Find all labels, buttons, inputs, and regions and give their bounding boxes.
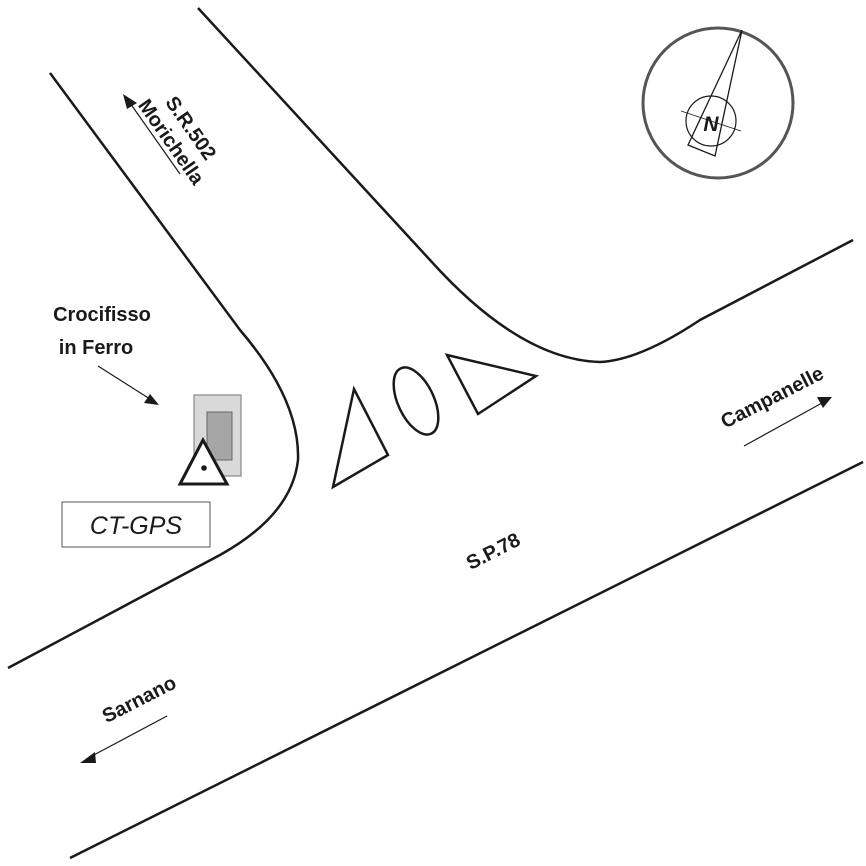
- campanelle-label: Campanelle: [717, 363, 827, 434]
- arrow-crocifisso: [97, 365, 159, 405]
- sarnano-label: Sarnano: [99, 672, 180, 728]
- compass-needle-icon: [680, 29, 743, 157]
- compass: N: [641, 26, 795, 180]
- road-edge-west: [7, 72, 300, 670]
- side-road-label: S.R.502 Morichella: [133, 92, 220, 189]
- gps-station-icon: [177, 436, 230, 486]
- traffic-island-triangle-east: [444, 353, 540, 416]
- main-road-label: S.P.78: [463, 529, 524, 575]
- arrow-morichella: [123, 94, 181, 175]
- road-edge-south: [69, 460, 864, 860]
- landmark-label-line2: in Ferro: [59, 337, 133, 359]
- road-edge-north: [197, 7, 854, 364]
- direction-arrows: [80, 94, 832, 763]
- station-label-box: CT-GPS: [61, 501, 211, 548]
- compass-north-label: N: [703, 113, 719, 136]
- traffic-island-triangle-west: [331, 385, 390, 490]
- traffic-islands: [331, 353, 540, 490]
- arrow-campanelle: [743, 397, 832, 447]
- compass-ring: [641, 26, 795, 180]
- landmark-label-line1: Crocifisso: [53, 304, 151, 326]
- arrow-sarnano: [80, 715, 168, 763]
- station-label: CT-GPS: [90, 512, 182, 540]
- road-edges: [7, 7, 864, 860]
- traffic-island-oval: [392, 366, 440, 436]
